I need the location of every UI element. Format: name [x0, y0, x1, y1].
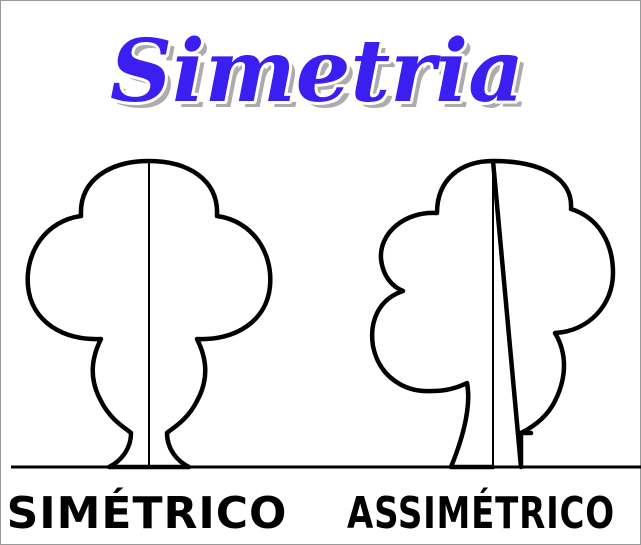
label-asymmetric: ASSIMÉTRICO — [347, 486, 615, 539]
asymmetric-tree-outline — [369, 158, 616, 470]
page-title: Simetria — [110, 21, 524, 122]
title-shadow: Simetria — [116, 27, 530, 128]
label-symmetric: SIMÉTRICO — [7, 486, 288, 539]
asymmetric-tree — [369, 158, 616, 470]
title-group: Simetria Simetria — [107, 18, 530, 128]
symmetric-tree — [25, 158, 273, 470]
